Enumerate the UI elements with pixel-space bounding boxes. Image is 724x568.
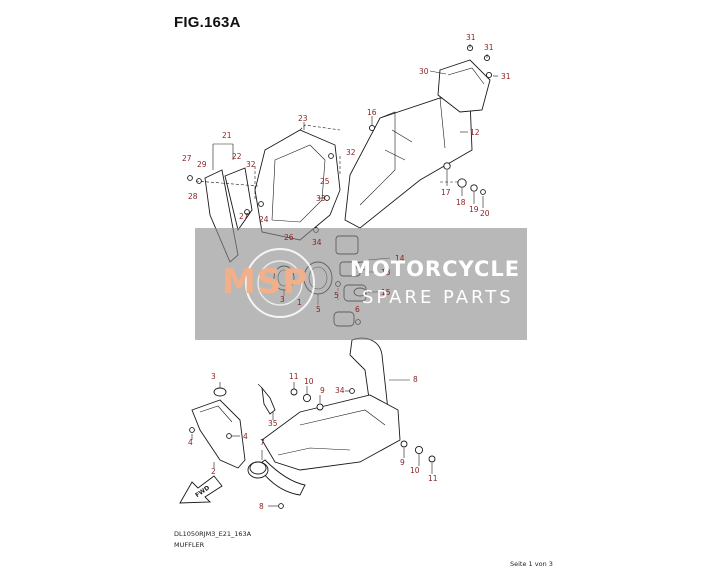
callout-11: 11 [428,474,438,483]
callout-21: 21 [222,131,232,140]
callout-11: 11 [289,372,299,381]
callout-4: 4 [188,438,193,447]
callout-31: 31 [466,33,476,42]
callout-34: 34 [335,386,345,395]
callout-22: 22 [232,152,242,161]
callout-32: 32 [246,160,256,169]
exhaust-chamber[interactable] [257,394,401,496]
o2-sensor[interactable] [257,383,276,415]
callout-27: 27 [239,212,249,221]
callout-3: 3 [211,372,216,381]
callout-5: 5 [334,291,339,300]
callout-35: 35 [268,419,278,428]
figure-title: FIG.163A [174,14,241,31]
watermark-line1: MOTORCYCLE [350,257,521,281]
forward-direction-arrow: FWD [179,475,223,504]
callout-18: 18 [456,198,466,207]
callout-6: 6 [355,305,360,314]
callout-2: 2 [211,467,216,476]
muffler-end-cap[interactable] [437,59,491,113]
callout-16: 16 [367,108,377,117]
callout-19: 19 [469,205,479,214]
callout-30: 30 [419,67,429,76]
page-indicator: Seite 1 von 3 [510,560,553,568]
callout-10: 10 [304,377,314,386]
callout-31: 31 [484,43,494,52]
callout-7: 7 [260,438,265,447]
heat-shield-upper[interactable] [254,124,341,241]
callout-12: 12 [470,128,480,137]
watermark-band [195,228,527,340]
callout-17: 17 [441,188,451,197]
callout-labels: 31 31 31 30 16 12 23 21 27 29 22 32 32 2… [182,33,511,511]
callout-8: 8 [259,502,264,511]
callout-14: 14 [395,254,405,263]
callout-26: 26 [284,233,294,242]
callout-24: 24 [259,215,269,224]
callout-8: 8 [413,375,418,384]
callout-28: 28 [188,192,198,201]
figure-code: DL1050RJM3_E21_163A [174,530,252,538]
pipe-clamp[interactable] [249,461,267,475]
callout-25: 25 [320,177,330,186]
callout-9: 9 [400,458,405,467]
callout-31: 31 [501,72,511,81]
leader-lines [191,44,498,507]
callout-4: 4 [243,432,248,441]
callout-20: 20 [480,209,490,218]
callout-15: 15 [381,288,391,297]
callout-10: 10 [410,466,420,475]
callout-32: 32 [346,148,356,157]
callout-13: 13 [381,268,391,277]
callout-34: 34 [312,238,322,247]
callout-3: 3 [280,295,285,304]
muffler-body[interactable] [344,97,473,229]
figure-name: MUFFLER [174,541,205,549]
callout-23: 23 [298,114,308,123]
callout-9: 9 [320,386,325,395]
callout-29: 29 [197,160,207,169]
watermark-logo: MSP [222,262,309,302]
callout-33: 33 [316,194,326,203]
watermark-line2: SPARE PARTS [362,287,514,308]
callout-1: 1 [297,298,302,307]
callout-5: 5 [316,305,321,314]
callout-27: 27 [182,154,192,163]
